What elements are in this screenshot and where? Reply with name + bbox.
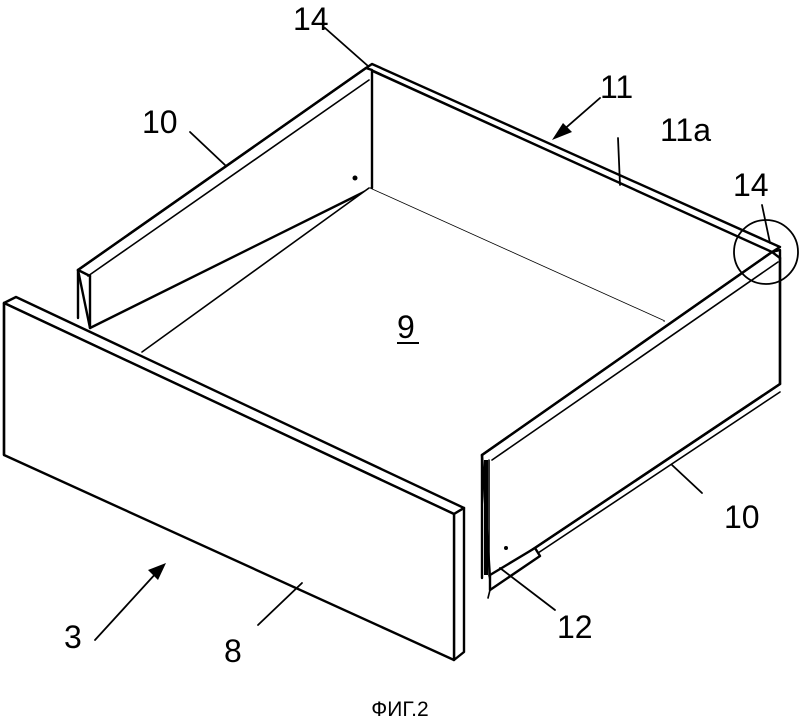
ref-11a: 11a (660, 112, 711, 148)
drawer-box (2, 62, 799, 662)
bottom-panel (141, 187, 664, 452)
ref-8: 8 (224, 633, 242, 669)
left-side-wall (76, 66, 374, 330)
ref-11: 11 (600, 69, 633, 105)
figure-caption: ФИГ.2 (371, 698, 428, 721)
front-panel (2, 295, 466, 662)
ref-14-top: 14 (293, 1, 329, 37)
reference-numerals: 14 11 10 11a 14 9 10 3 8 12 (64, 1, 769, 669)
right-side-wall (480, 248, 782, 599)
ref-14-right: 14 (733, 167, 769, 203)
leader-lines (94, 27, 771, 641)
ref-9: 9 (397, 309, 415, 345)
ref-12: 12 (557, 609, 593, 645)
ref-3: 3 (64, 619, 82, 655)
ref-10-left: 10 (142, 104, 178, 140)
ref-10-right: 10 (724, 499, 760, 535)
